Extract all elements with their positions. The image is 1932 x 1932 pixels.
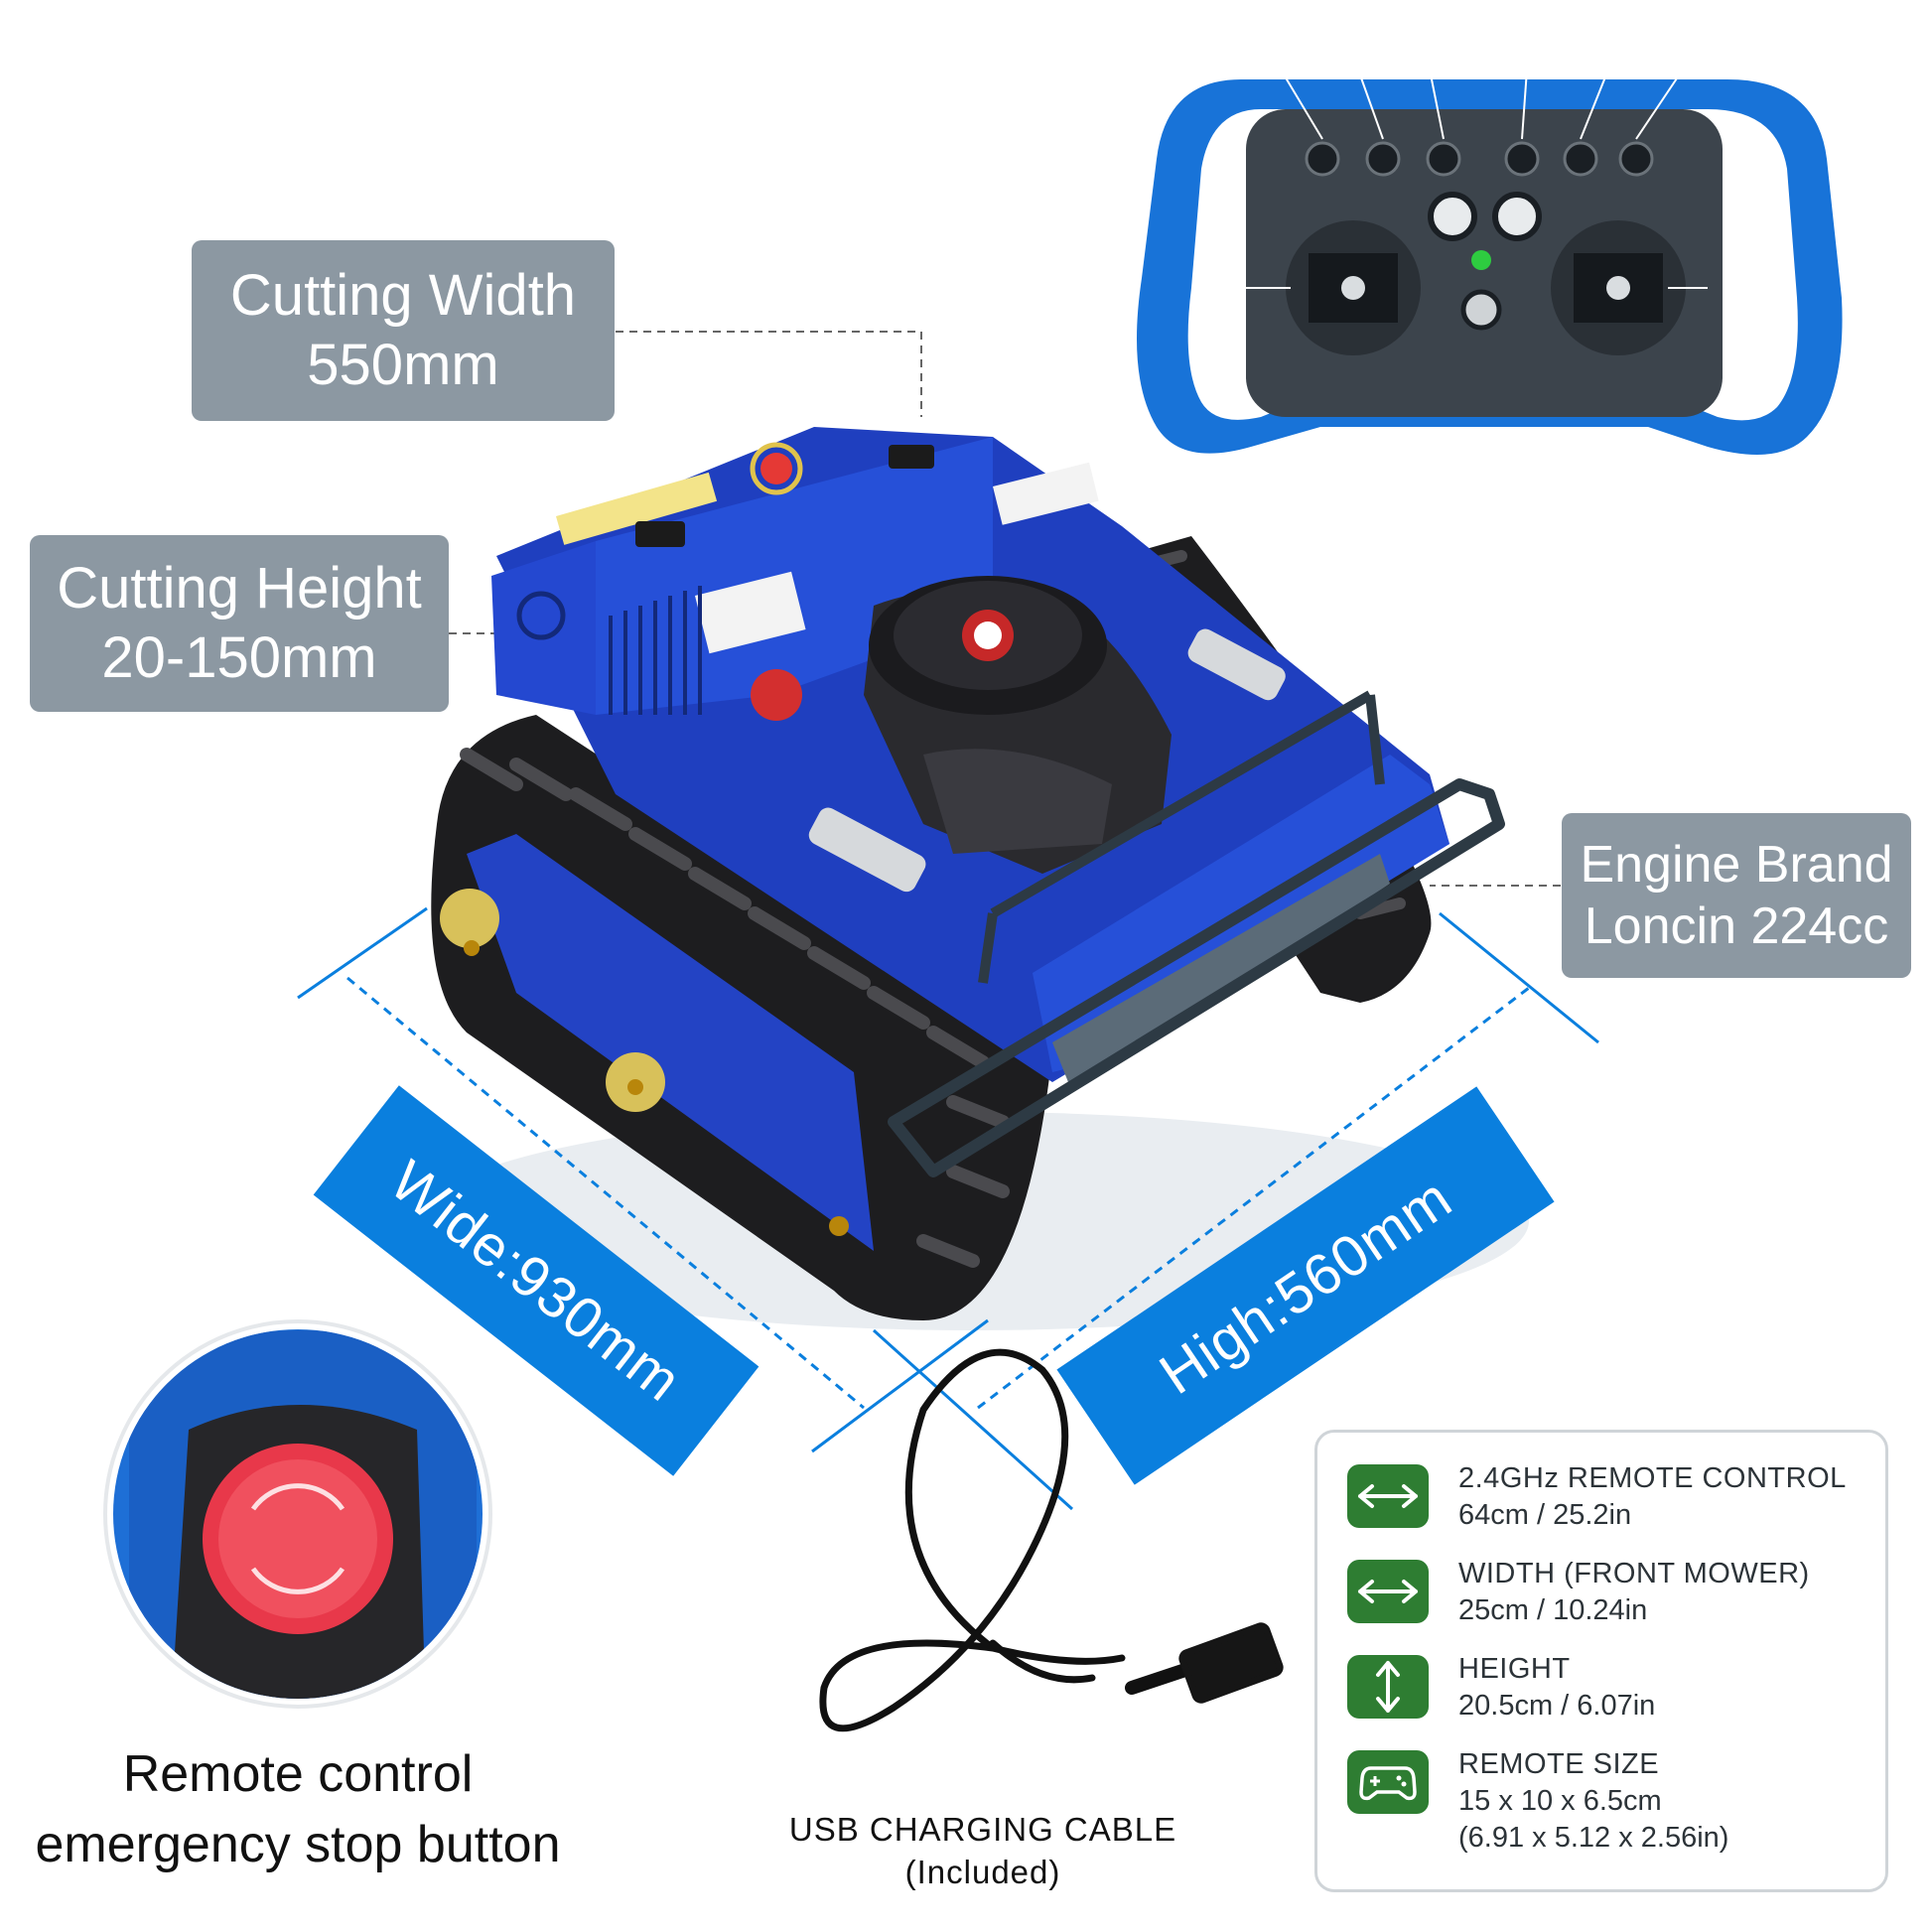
engine-brand-value: Loncin 224cc xyxy=(1584,897,1889,955)
dimension-lines xyxy=(297,906,1599,1511)
spec-value-imperial: (6.91 x 5.12 x 2.56in) xyxy=(1458,1822,1729,1855)
cutting-width-value: 550mm xyxy=(307,333,499,397)
robot-mower-image xyxy=(431,427,1505,1320)
spec-row-width: WIDTH (FRONT MOWER) 25cm / 10.24in xyxy=(1347,1556,1810,1629)
cutting-height-value: 20-150mm xyxy=(101,625,377,690)
gamepad-icon xyxy=(1347,1750,1429,1814)
horizontal-arrows-icon xyxy=(1347,1560,1429,1623)
spec-title: 2.4GHz REMOTE CONTROL xyxy=(1458,1462,1847,1494)
estop-caption: Remote control emergency stop button xyxy=(20,1739,576,1879)
estop-caption-line2: emergency stop button xyxy=(35,1815,561,1873)
spec-row-remote-control: 2.4GHz REMOTE CONTROL 64cm / 25.2in xyxy=(1347,1460,1847,1534)
estop-caption-line1: Remote control xyxy=(122,1745,474,1803)
cutting-width-callout: Cutting Width 550mm xyxy=(192,240,615,421)
horizontal-arrows-icon xyxy=(1347,1464,1429,1528)
engine-brand-label: Engine Brand xyxy=(1580,835,1893,894)
spec-value: 64cm / 25.2in xyxy=(1458,1499,1632,1532)
usb-cable-caption-line1: USB CHARGING CABLE xyxy=(788,1811,1177,1848)
remote-controller-image xyxy=(1137,69,1843,455)
vertical-arrows-icon xyxy=(1347,1655,1429,1719)
spec-title: REMOTE SIZE xyxy=(1458,1748,1660,1780)
spec-row-remote-size: REMOTE SIZE 15 x 10 x 6.5cm (6.91 x 5.12… xyxy=(1347,1746,1728,1857)
cutting-height-callout: Cutting Height 20-150mm xyxy=(30,535,449,712)
emergency-stop-closeup-image xyxy=(103,1319,492,1709)
spec-title: HEIGHT xyxy=(1458,1653,1571,1685)
spec-card: 2.4GHz REMOTE CONTROL 64cm / 25.2in WIDT… xyxy=(1314,1430,1888,1892)
spec-value: 15 x 10 x 6.5cm xyxy=(1458,1785,1662,1818)
spec-title: WIDTH (FRONT MOWER) xyxy=(1458,1558,1810,1589)
spec-row-height: HEIGHT 20.5cm / 6.07in xyxy=(1347,1651,1655,1725)
spec-value: 25cm / 10.24in xyxy=(1458,1594,1648,1627)
cutting-width-label: Cutting Width xyxy=(229,263,577,329)
usb-cable-caption: USB CHARGING CABLE (Included) xyxy=(784,1809,1181,1894)
usb-cable-image xyxy=(819,1348,1284,1732)
spec-value: 20.5cm / 6.07in xyxy=(1458,1690,1656,1723)
engine-brand-callout: Engine Brand Loncin 224cc xyxy=(1562,813,1911,978)
usb-cable-caption-line2: (Included) xyxy=(904,1853,1061,1890)
cutting-height-label: Cutting Height xyxy=(57,556,422,621)
